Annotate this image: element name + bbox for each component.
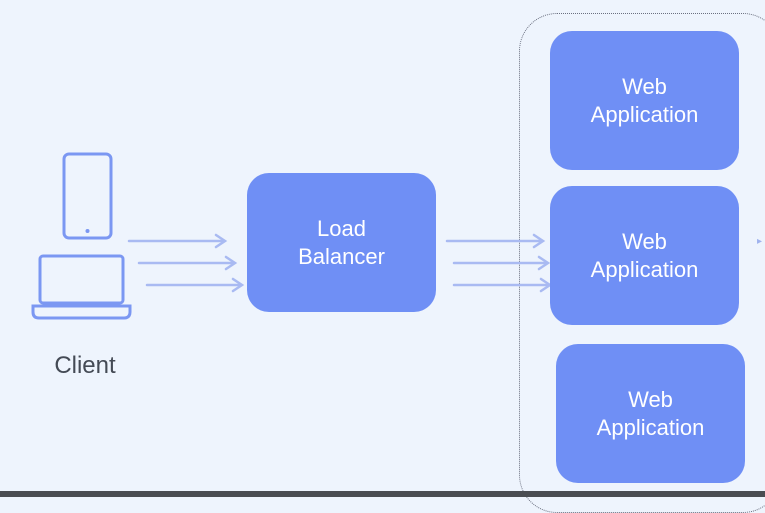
load-balancer-line1: Load <box>317 215 366 241</box>
arrow-client-lb-1 <box>127 233 228 249</box>
client-to-lb-arrows <box>127 233 245 293</box>
arrow-client-lb-3 <box>145 277 245 293</box>
arrow-client-lb-2 <box>137 255 238 271</box>
offscreen-arrow-icon: ▸ <box>757 236 763 247</box>
arrow-lb-app-3 <box>452 277 553 293</box>
load-balancer-line2: Balancer <box>298 243 385 269</box>
web-app-3-line1: Web <box>628 386 673 412</box>
load-balancer-node[interactable]: Load Balancer <box>247 173 436 312</box>
lb-to-app-arrows <box>445 233 553 293</box>
web-app-1-line1: Web <box>622 73 667 99</box>
web-application-node-1[interactable]: Web Application <box>550 31 739 170</box>
web-app-3-line2: Application <box>596 414 705 440</box>
web-application-node-2[interactable]: Web Application <box>550 186 739 325</box>
phone-icon <box>62 152 113 240</box>
arrow-lb-app-2 <box>452 255 551 271</box>
web-app-1-line2: Application <box>590 101 699 127</box>
web-app-2-line2: Application <box>590 256 699 282</box>
client-label: Client <box>54 352 116 379</box>
diagram-graphics <box>31 152 553 320</box>
diagram-canvas: Client Load Balancer Web Application Web… <box>0 13 765 513</box>
web-app-2-line1: Web <box>622 228 667 254</box>
arrow-lb-app-1 <box>445 233 546 249</box>
bottom-bar <box>0 491 765 497</box>
web-application-node-3[interactable]: Web Application <box>556 344 745 483</box>
laptop-icon <box>31 254 132 320</box>
